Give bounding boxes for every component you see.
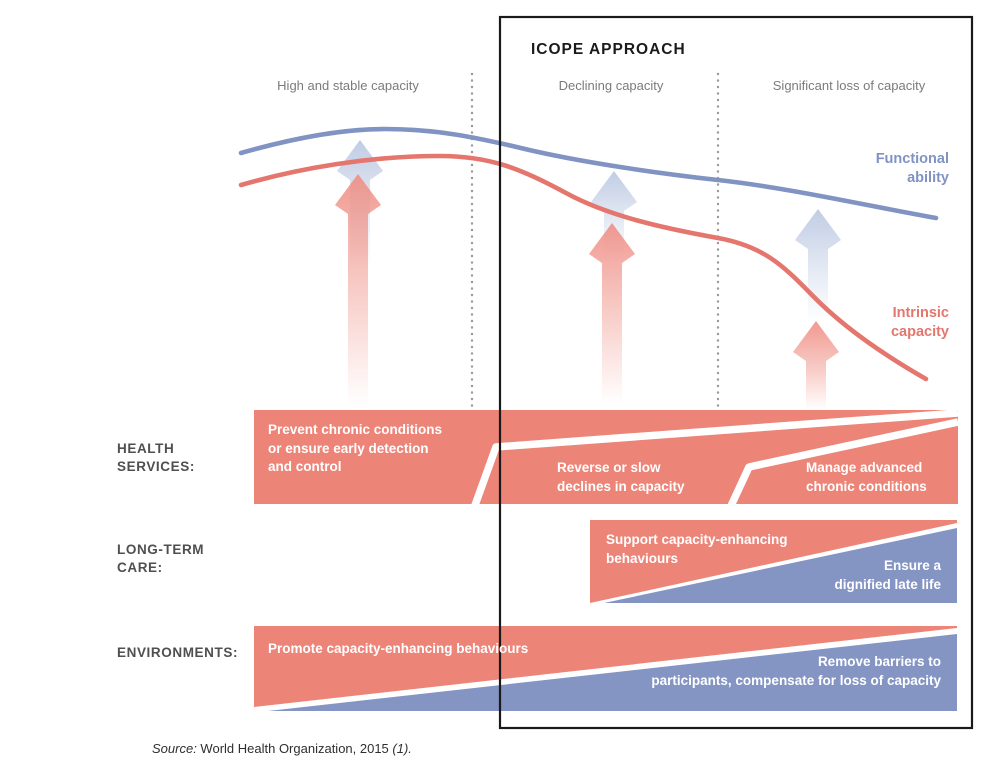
row-label-environments: ENVIRONMENTS: [117,645,239,660]
ltc-blue-wedge [604,528,957,603]
health-services-band [254,410,958,504]
phase-label-declining: Declining capacity [558,78,664,93]
health-band-slash-2 [727,418,958,504]
health-segment-manage: Manage advanced chronic conditions [806,460,927,494]
health-band-slash-1 [471,410,958,504]
environments-band [254,626,957,711]
health-segment-reverse: Reverse or slow declines in capacity [557,460,685,494]
blue-up-arrow-3 [795,209,841,322]
long-term-care-band [590,520,957,603]
intrinsic-capacity-label: Intrinsic capacity [890,305,949,340]
red-up-arrow-1 [335,174,381,406]
red-up-arrow-2 [589,223,635,404]
row-label-long-term-care: LONG-TERM CARE: [117,542,205,575]
phase-label-significant-loss: Significant loss of capacity [772,78,926,93]
health-segment-prevent: Prevent chronic conditions or ensure ear… [268,422,443,474]
ltc-segment-dignified: Ensure a dignified late life [834,558,941,592]
blue-up-arrow-2 [591,171,637,262]
source-ref: (1). [392,741,412,756]
env-red-wedge [254,626,957,707]
phase-label-high-stable: High and stable capacity [277,78,419,93]
row-label-health-services: HEALTH SERVICES: [117,441,195,474]
red-up-arrow-3 [793,321,839,410]
ltc-red-wedge [590,520,957,603]
icope-approach-box [498,15,974,730]
functional-ability-label: Functional ability [875,151,949,186]
figure-title: ICOPE APPROACH [531,41,686,58]
intrinsic-capacity-curve [238,153,929,382]
ltc-segment-support: Support capacity-enhancing behaviours [606,532,788,566]
source-line: Source: World Health Organization, 2015 … [152,740,412,758]
env-segment-promote: Promote capacity-enhancing behaviours [268,641,529,656]
env-blue-wedge [268,634,957,711]
source-prefix: Source: [152,741,197,756]
env-segment-remove-barriers: Remove barriers to participants, compens… [651,654,941,688]
functional-ability-curve [238,126,939,221]
source-text: World Health Organization, 2015 [196,741,393,756]
